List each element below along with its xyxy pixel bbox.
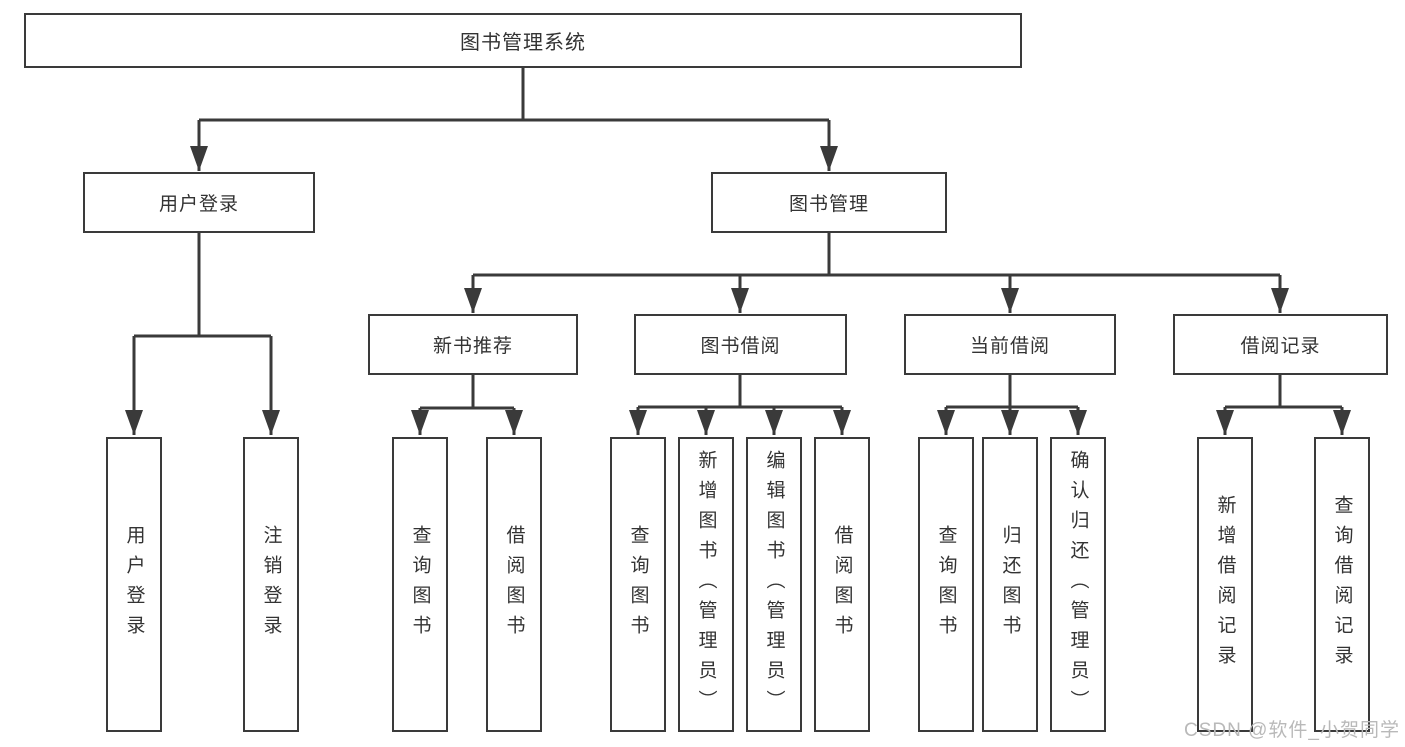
leaf-user-login-label: 用户登录 <box>123 524 145 645</box>
leaf-logout: 注销登录 <box>243 437 299 732</box>
leaf-edit-book-admin: 编辑图书（管理员） <box>746 437 802 732</box>
leaf-recommend-query-books-label: 查询图书 <box>409 524 431 645</box>
node-new-book-recommend: 新书推荐 <box>368 314 578 375</box>
leaf-recommend-borrow-books-label: 借阅图书 <box>503 524 525 645</box>
node-new-book-recommend-label: 新书推荐 <box>432 336 513 357</box>
leaf-add-borrow-record: 新增借阅记录 <box>1197 437 1253 732</box>
node-current-borrow-label: 当前借阅 <box>969 336 1050 357</box>
leaf-confirm-return-admin: 确认归还（管理员） <box>1050 437 1106 732</box>
leaf-confirm-return-admin-label: 确认归还（管理员） <box>1067 449 1089 720</box>
leaf-borrow-query-books-label: 查询图书 <box>627 524 649 645</box>
node-book-management: 图书管理 <box>711 172 947 233</box>
leaf-logout-label: 注销登录 <box>260 524 282 645</box>
leaf-current-query-books-label: 查询图书 <box>935 524 957 645</box>
csdn-watermark: CSDN @软件_小贺同学 <box>1184 720 1400 741</box>
leaf-borrow-query-books: 查询图书 <box>610 437 666 732</box>
leaf-user-login: 用户登录 <box>106 437 162 732</box>
leaf-add-borrow-record-label: 新增借阅记录 <box>1214 494 1236 675</box>
node-book-borrow: 图书借阅 <box>634 314 847 375</box>
node-book-management-label: 图书管理 <box>788 194 869 215</box>
leaf-return-book-label: 归还图书 <box>999 524 1021 645</box>
leaf-add-book-admin-label: 新增图书（管理员） <box>695 449 717 720</box>
leaf-query-borrow-record-label: 查询借阅记录 <box>1331 494 1353 675</box>
node-user-login-label: 用户登录 <box>158 194 239 215</box>
leaf-add-book-admin: 新增图书（管理员） <box>678 437 734 732</box>
leaf-current-query-books: 查询图书 <box>918 437 974 732</box>
leaf-borrow-books-label: 借阅图书 <box>831 524 853 645</box>
node-root: 图书管理系统 <box>24 13 1022 68</box>
node-book-borrow-label: 图书借阅 <box>700 336 781 357</box>
node-borrow-records: 借阅记录 <box>1173 314 1388 375</box>
leaf-query-borrow-record: 查询借阅记录 <box>1314 437 1370 732</box>
node-current-borrow: 当前借阅 <box>904 314 1116 375</box>
leaf-recommend-query-books: 查询图书 <box>392 437 448 732</box>
leaf-return-book: 归还图书 <box>982 437 1038 732</box>
leaf-edit-book-admin-label: 编辑图书（管理员） <box>763 449 785 720</box>
node-borrow-records-label: 借阅记录 <box>1240 336 1321 357</box>
node-root-label: 图书管理系统 <box>460 32 586 54</box>
node-user-login: 用户登录 <box>83 172 315 233</box>
leaf-borrow-books: 借阅图书 <box>814 437 870 732</box>
leaf-recommend-borrow-books: 借阅图书 <box>486 437 542 732</box>
